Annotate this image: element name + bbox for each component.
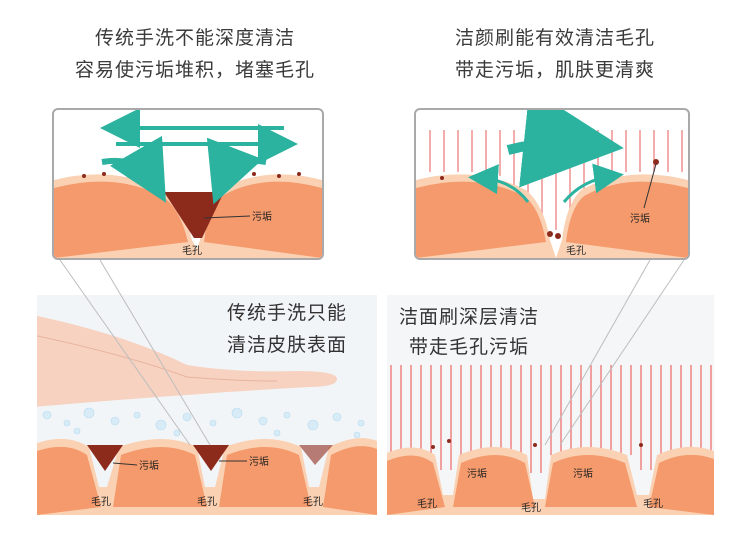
panel-brush: 污垢 污垢 毛孔 毛孔 毛孔 洁面刷深层清洁 带走毛孔污垢 [387, 295, 714, 515]
zoom-left-dirt-label: 污垢 [252, 211, 272, 223]
bottom-right-pore-label-1: 毛孔 [417, 498, 437, 510]
bottom-right-pore-label-3: 毛孔 [643, 498, 663, 510]
bottom-left-dirt-label-1: 污垢 [139, 460, 159, 472]
bottom-left-pore-label-1: 毛孔 [91, 496, 111, 508]
bottom-right-dirt-label-1: 污垢 [467, 468, 487, 480]
top-left-caption-line1: 传统手洗不能深度清洁 [94, 27, 295, 49]
bottom-right-dirt-label-2: 污垢 [573, 468, 593, 480]
zoom-hand-wash-illustration: 污垢 毛孔 [54, 110, 322, 258]
hand-wash-illustration: 污垢 污垢 毛孔 毛孔 毛孔 传统手洗只能 清洁皮肤表面 [37, 295, 377, 515]
brush-illustration: 污垢 污垢 毛孔 毛孔 毛孔 洁面刷深层清洁 带走毛孔污垢 [387, 295, 714, 515]
zoom-left-pore-label: 毛孔 [182, 245, 202, 257]
curved-arrow-in-left-icon [101, 135, 167, 203]
bottom-left-dirt-label-2: 污垢 [249, 456, 269, 468]
arrow-out-right-icon [562, 163, 624, 203]
zoom-panel-hand-wash: 污垢 毛孔 [52, 108, 324, 260]
bottom-left-caption-line1: 传统手洗只能 [227, 302, 347, 324]
brush-motion-arrow-icon [506, 110, 624, 188]
zoom-right-pore-label: 毛孔 [566, 245, 586, 257]
top-left-caption: 传统手洗不能深度清洁 容易使污垢堆积，堵塞毛孔 [40, 22, 350, 86]
zoom-panel-brush: 污垢 毛孔 [414, 108, 690, 260]
zoom-brush-illustration: 污垢 毛孔 [416, 110, 688, 258]
top-left-caption-line2: 容易使污垢堆积，堵塞毛孔 [74, 59, 315, 81]
panel-hand-wash: 污垢 污垢 毛孔 毛孔 毛孔 传统手洗只能 清洁皮肤表面 [37, 295, 377, 515]
zoom-right-dirt-label: 污垢 [630, 213, 650, 225]
curved-arrow-in-right-icon [206, 137, 267, 205]
bottom-left-pore-label-2: 毛孔 [197, 496, 217, 508]
arrow-out-left-icon [468, 164, 530, 203]
bottom-left-caption-line2: 清洁皮肤表面 [227, 334, 347, 356]
bottom-left-pore-label-3: 毛孔 [303, 496, 323, 508]
bottom-right-pore-label-2: 毛孔 [521, 502, 541, 514]
bottom-right-caption-line1: 洁面刷深层清洁 [399, 306, 539, 328]
top-right-caption: 洁颜刷能有效清洁毛孔 带走污垢，肌肤更清爽 [400, 22, 710, 86]
bottom-right-caption-line2: 带走毛孔污垢 [409, 336, 529, 358]
top-right-caption-line1: 洁颜刷能有效清洁毛孔 [454, 27, 655, 49]
top-right-caption-line2: 带走污垢，肌肤更清爽 [454, 59, 655, 81]
